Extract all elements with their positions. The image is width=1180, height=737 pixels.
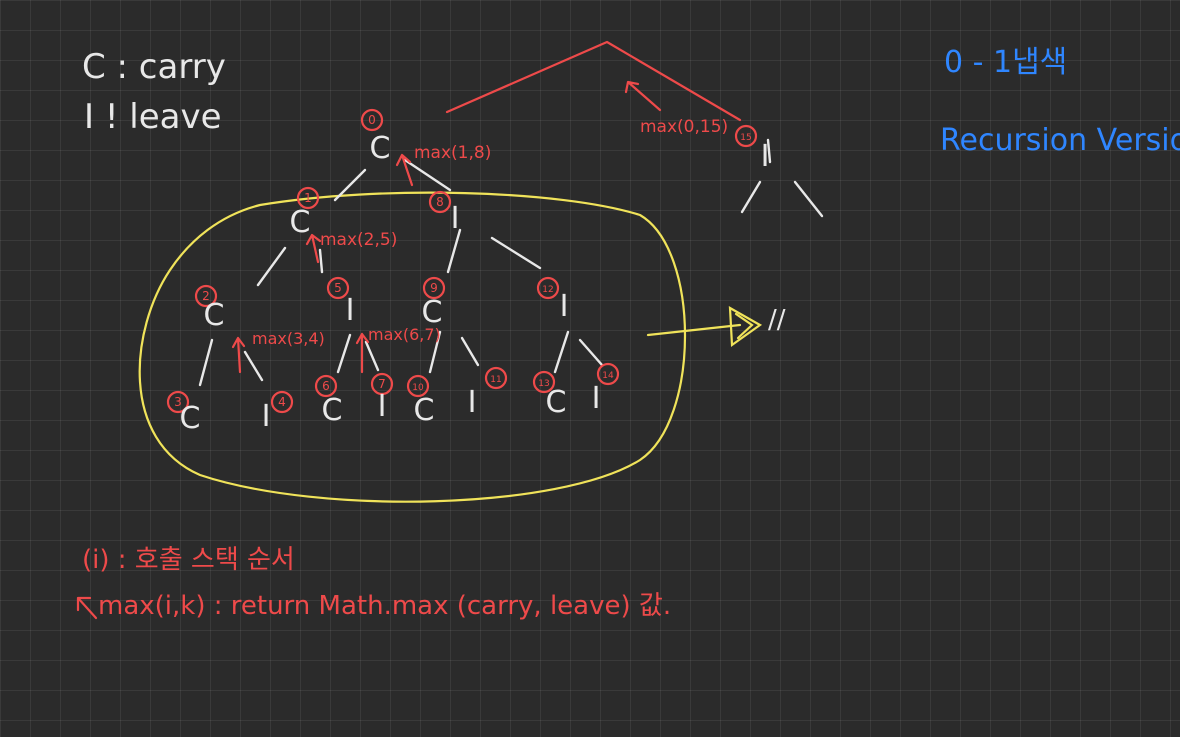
max-label-root: max(1,8) xyxy=(414,143,491,163)
note-max-key: max(i,k) : return Math.max (carry, leave… xyxy=(98,591,671,621)
order-number: 9 xyxy=(430,281,438,295)
node-letter: C xyxy=(546,385,567,420)
similar-arrow xyxy=(646,323,742,337)
tree-node-3: 3C xyxy=(166,390,201,436)
tree-node-14: 14I xyxy=(592,362,620,416)
subtree-enclosure xyxy=(138,191,687,503)
top-max-arrow xyxy=(624,80,662,112)
order-circle xyxy=(270,390,294,414)
order-number: 0 xyxy=(368,113,376,127)
node-letter: I xyxy=(560,289,569,324)
node-letter: C xyxy=(370,131,391,166)
order-number: 8 xyxy=(436,195,444,209)
tree-node-12: 12 I xyxy=(536,276,569,324)
order-number: 5 xyxy=(334,281,342,295)
tree-node-15: 15I xyxy=(734,124,770,174)
order-circle xyxy=(532,370,556,394)
note-arrow-icon xyxy=(76,596,98,620)
order-number: 10 xyxy=(412,383,424,393)
similar-arrow-head xyxy=(728,306,763,348)
order-circle xyxy=(194,284,218,308)
node-letter: I xyxy=(761,139,770,174)
node-letter: C xyxy=(422,295,443,330)
tree-node-13: 13C xyxy=(532,370,567,420)
tree-node-4: 4I xyxy=(262,390,294,434)
tree-node-9: 9C xyxy=(422,276,446,330)
legend-carry: C : carry xyxy=(82,47,226,87)
order-number: 1 xyxy=(304,191,312,205)
n1-max-arrow xyxy=(305,233,322,264)
node-letter: I xyxy=(592,381,601,416)
max-label-n2: max(3,4) xyxy=(252,329,325,348)
order-number: 13 xyxy=(538,379,549,389)
order-circle xyxy=(314,374,338,398)
order-circle xyxy=(370,372,394,396)
order-circle xyxy=(360,108,384,132)
order-number: 4 xyxy=(278,395,286,409)
node-letter: I xyxy=(468,385,477,420)
order-number: 6 xyxy=(322,379,330,393)
tree-node-0: 0C xyxy=(360,108,391,166)
order-circle xyxy=(734,124,758,148)
order-number: 12 xyxy=(542,285,553,295)
order-number: 7 xyxy=(378,377,386,391)
order-circle xyxy=(422,276,446,300)
node-letter: C xyxy=(414,393,435,428)
order-number: 2 xyxy=(202,289,210,303)
tree-node-6: 6C xyxy=(314,374,343,428)
node-letter: I xyxy=(451,201,460,236)
node-letter: I xyxy=(346,293,355,328)
order-circle xyxy=(596,362,620,386)
tree-node-5: 5I xyxy=(326,276,355,328)
n5-max-arrow xyxy=(355,332,370,374)
order-number: 11 xyxy=(490,375,501,385)
order-circle xyxy=(326,276,350,300)
order-circle xyxy=(166,390,190,414)
max-label-n5: max(6,7) xyxy=(368,325,441,344)
order-circle xyxy=(536,276,560,300)
tree-node-10: 10C xyxy=(406,374,435,428)
node-letter: C xyxy=(204,298,225,333)
tree-node-7: 7I xyxy=(370,372,394,424)
max-label-top: max(0,15) xyxy=(640,117,728,137)
title-recursion-version: Recursion Version xyxy=(940,123,1180,158)
tree-node-2: 2C xyxy=(194,284,225,333)
note-order-key: (i) : 호출 스택 순서 xyxy=(82,545,295,575)
n2-max-arrow xyxy=(231,336,246,374)
order-number: 3 xyxy=(174,395,182,409)
title-knapsack: 0 - 1냅색 xyxy=(944,45,1067,80)
order-circle xyxy=(406,374,430,398)
node-letter: C xyxy=(322,393,343,428)
order-circle xyxy=(484,366,508,390)
order-number: 14 xyxy=(602,371,614,381)
tree-branches xyxy=(198,138,824,387)
order-circle xyxy=(428,190,452,214)
node-letter: C xyxy=(180,401,201,436)
tree-node-1: 1C xyxy=(290,186,320,240)
tree-node-11: 11I xyxy=(468,366,508,420)
node-letter: C xyxy=(290,205,311,240)
legend-leave: I ! leave xyxy=(84,97,222,137)
similar-mark: // xyxy=(768,305,786,335)
top-arc xyxy=(445,40,742,122)
order-number: 15 xyxy=(740,133,751,143)
order-circle xyxy=(296,186,320,210)
max-label-n1: max(2,5) xyxy=(320,230,397,250)
root-max-arrow xyxy=(395,153,414,187)
node-letter: I xyxy=(262,399,271,434)
node-letter: I xyxy=(378,389,387,424)
